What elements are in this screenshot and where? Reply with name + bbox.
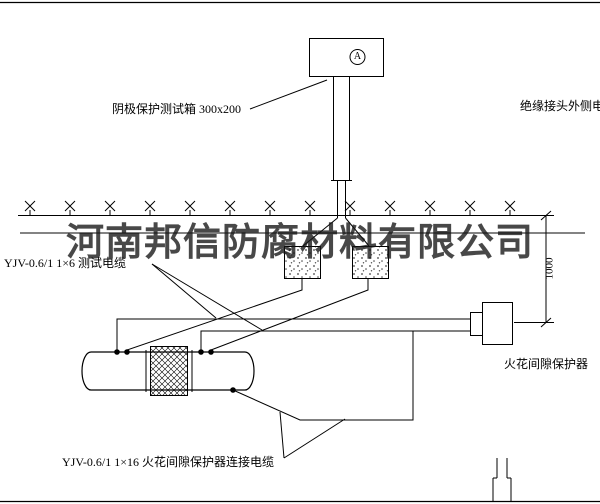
insulating-joint	[145, 346, 193, 396]
riser-conduit	[302, 76, 370, 247]
dimension-line-1000	[514, 210, 554, 328]
spark-gap-protector-box	[470, 302, 513, 345]
spark-gap-cables	[116, 318, 472, 421]
pipe-sleeve-symbol	[492, 458, 512, 501]
company-watermark: 河南邦信防腐材料有限公司	[65, 222, 534, 264]
cable-protection-blocks	[284, 246, 389, 279]
test-cable-label: YJV-0.6/1 1×6 测试电缆	[4, 256, 126, 270]
test-cables	[126, 278, 369, 351]
ammeter-symbol-icon	[349, 49, 366, 65]
spark-gap-cable-label: YJV-0.6/1 1×16 火花间隙保护器连接电缆	[62, 455, 274, 469]
ammeter-letter: A	[353, 51, 362, 62]
test-box-label: 阴极保护测试箱 300x200	[112, 102, 242, 116]
leader-lines	[151, 79, 346, 459]
test-box	[309, 38, 384, 77]
spark-gap-protector-label: 火花间隙保护器	[504, 357, 589, 371]
outer-cable-label: 绝缘接头外侧电缆	[520, 99, 600, 113]
